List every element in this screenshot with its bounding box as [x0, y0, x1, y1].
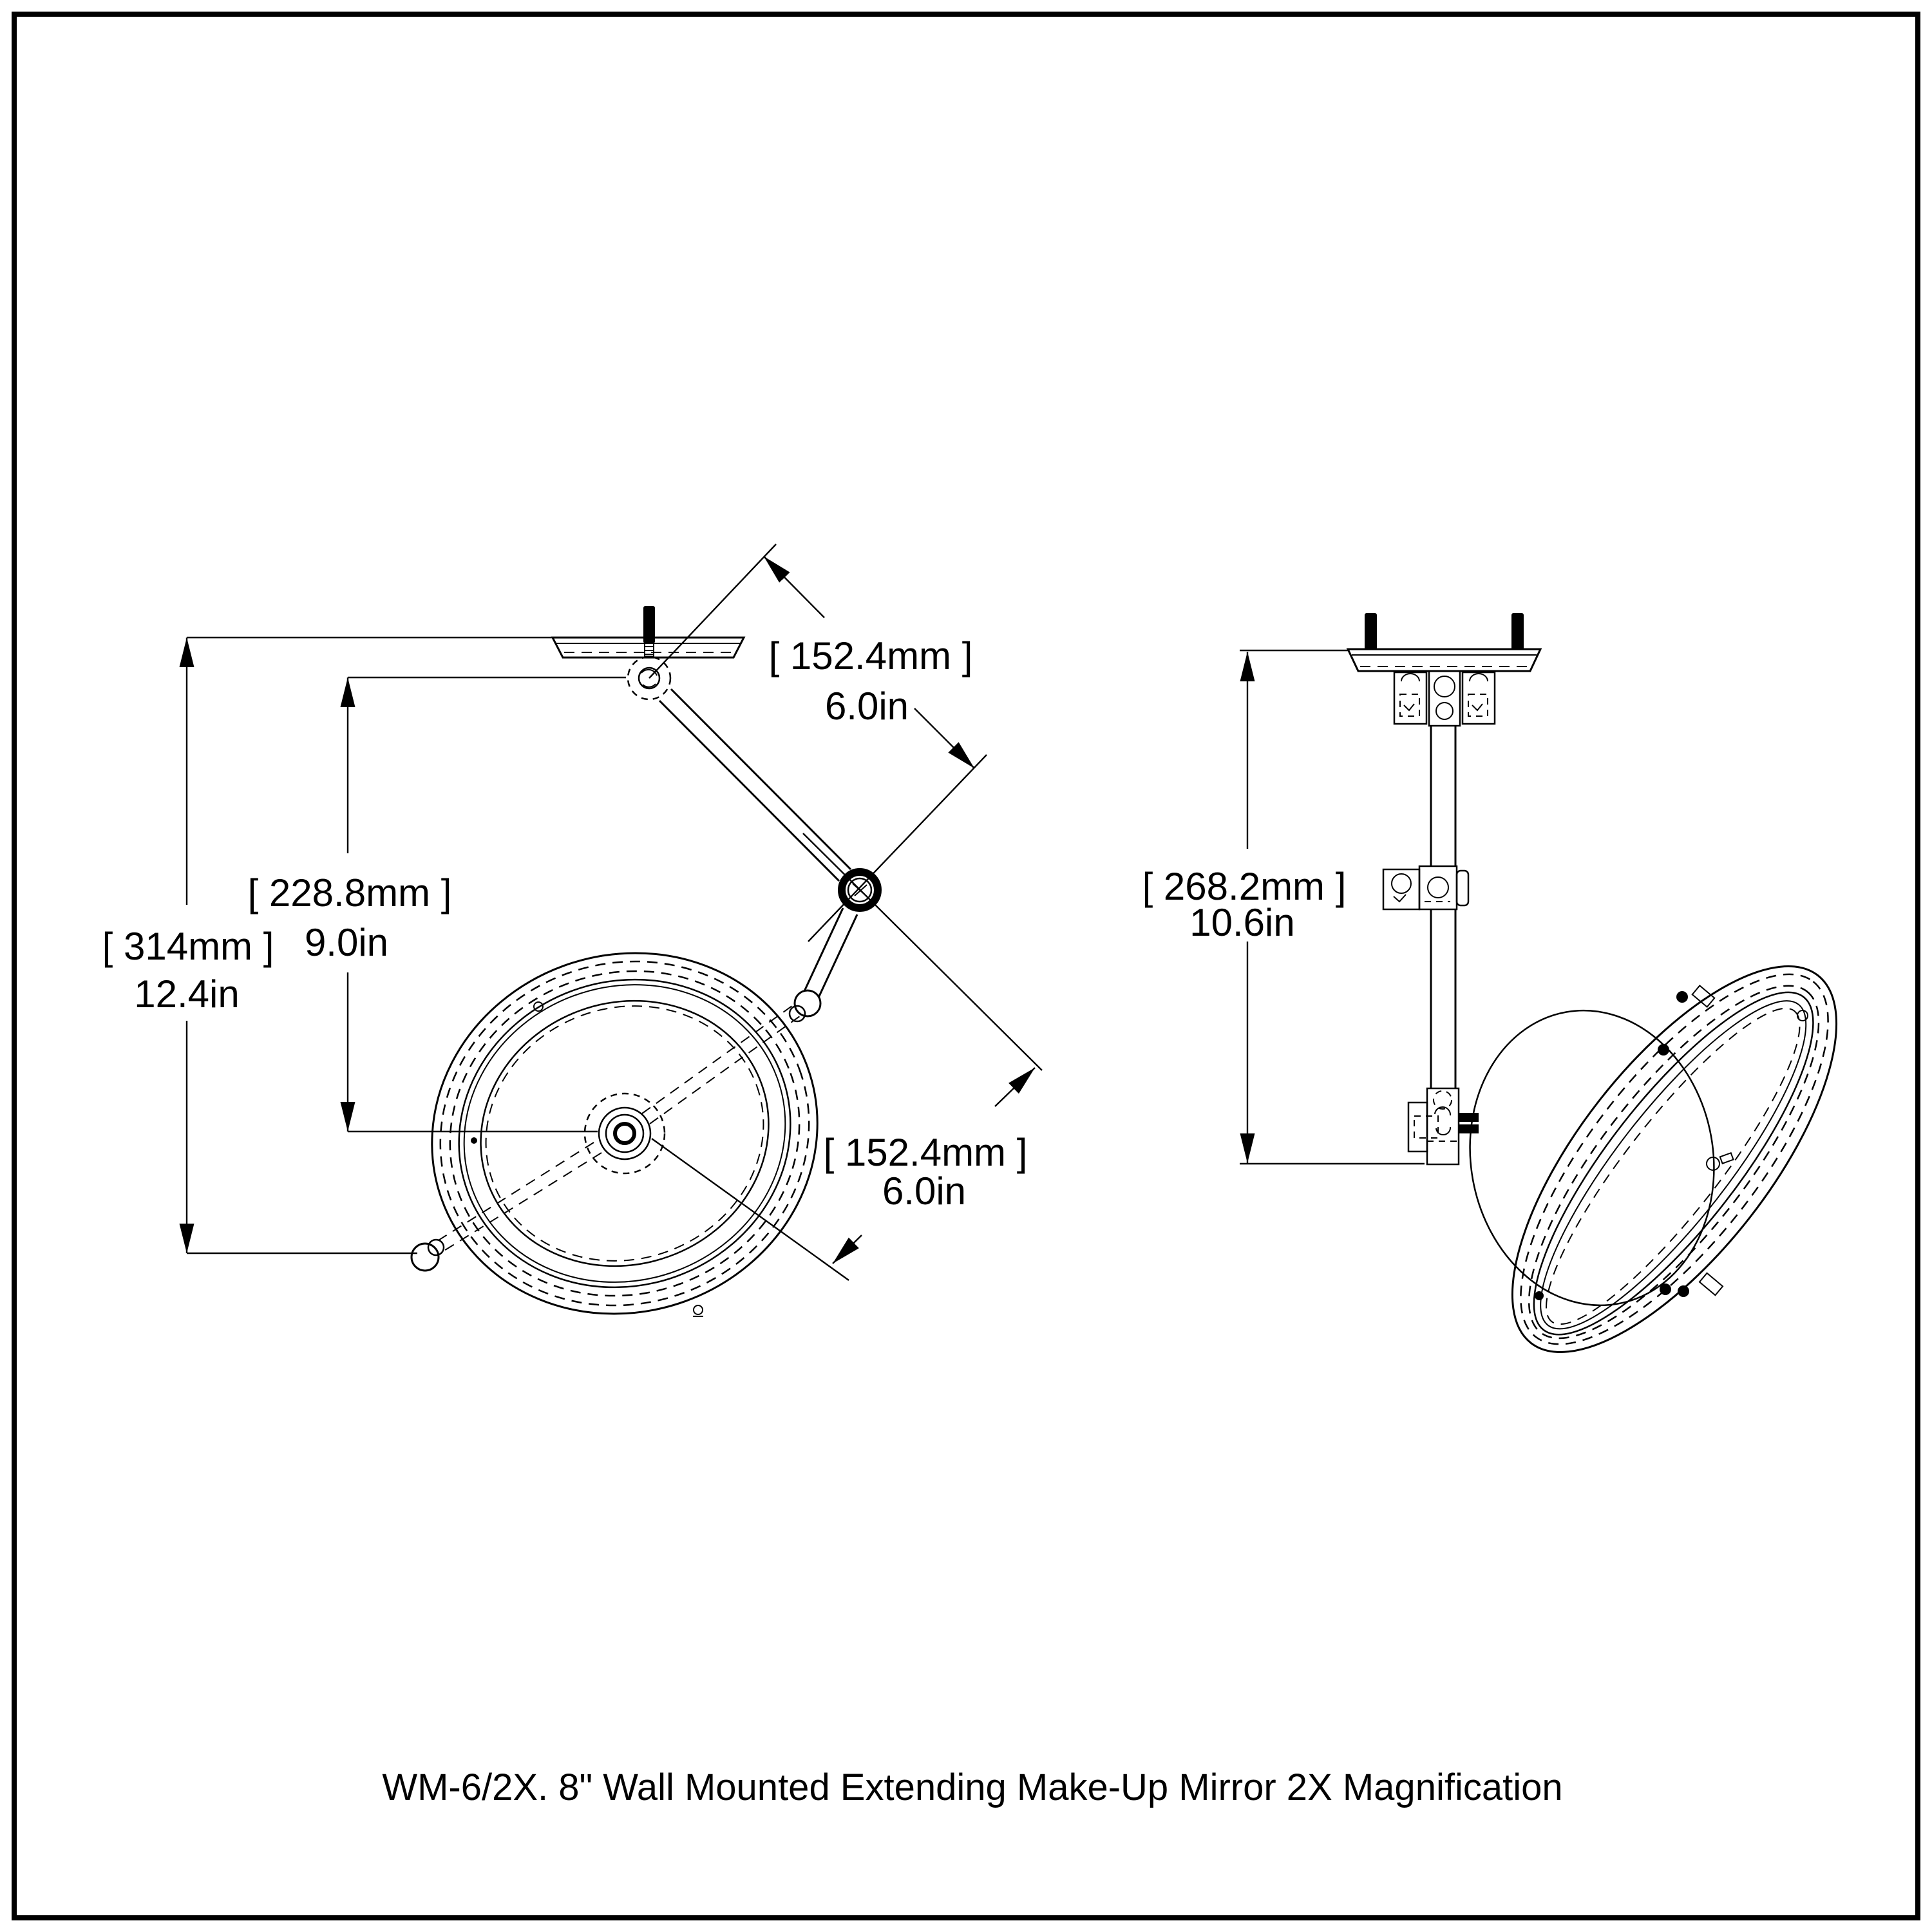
side-top-bracket — [1393, 670, 1496, 727]
dimension-front-pivot-to-center: [ 228.8mm ] 9.0in — [248, 676, 626, 1133]
mirror-ring — [463, 984, 786, 1283]
mirror-ring — [485, 1005, 764, 1262]
side-yoke-ring — [1469, 1009, 1715, 1307]
mirror-ring — [439, 960, 810, 1307]
mirror-ring — [1546, 1007, 1801, 1325]
dim-front-lower-arm-in: 6.0in — [882, 1170, 966, 1213]
dim-front-pivot-mm: [ 228.8mm ] — [248, 871, 452, 914]
side-arm — [1430, 726, 1457, 1088]
side-mirror-details — [1535, 985, 1808, 1300]
dim-side-overall-mm: [ 268.2mm ] — [1142, 865, 1347, 908]
mirror-ring — [1520, 973, 1829, 1345]
dim-front-upper-arm-mm: [ 152.4mm ] — [769, 634, 973, 677]
front-lower-arm — [803, 907, 858, 998]
front-mirror-knob-lower — [410, 1238, 445, 1272]
mirror-ring — [1511, 965, 1838, 1353]
front-hidden-arm-lines — [430, 1003, 803, 1255]
front-mirror-hub — [583, 1092, 666, 1175]
mirror-ring — [1533, 991, 1814, 1336]
front-mirror-rings — [431, 952, 819, 1315]
page-border — [12, 12, 1920, 1920]
side-mirror-rings — [1511, 965, 1838, 1353]
dim-side-overall-in: 10.6in — [1189, 901, 1294, 944]
dim-front-overall-in: 12.4in — [134, 972, 239, 1016]
dim-front-upper-arm-in: 6.0in — [825, 685, 909, 728]
mirror-ring — [480, 999, 770, 1267]
dimension-side-overall-height: [ 268.2mm ] 10.6in — [1142, 649, 1425, 1165]
mirror-ring — [449, 970, 800, 1297]
dimension-front-lower-arm: [ 152.4mm ] 6.0in — [651, 833, 1043, 1281]
front-mounting-screw — [643, 606, 655, 657]
side-wall-plate — [1346, 648, 1542, 672]
dimension-front-overall-height: [ 314mm ] 12.4in — [102, 636, 644, 1255]
dim-front-lower-arm-mm: [ 152.4mm ] — [824, 1131, 1028, 1174]
side-mid-joint — [1382, 865, 1470, 911]
front-view — [410, 606, 882, 1317]
side-bottom-joint — [1407, 1087, 1479, 1166]
side-mounting-screws — [1365, 613, 1524, 650]
mirror-ring — [1528, 985, 1820, 1340]
front-mirror-knob-upper — [788, 989, 822, 1023]
front-wall-hinge — [627, 656, 672, 701]
front-rim-details — [471, 1001, 703, 1317]
drawing-caption: WM-6/2X. 8" Wall Mounted Extending Make-… — [382, 1766, 1562, 1808]
mirror-ring — [1540, 1000, 1807, 1330]
dimension-front-upper-arm: [ 152.4mm ] 6.0in — [649, 544, 987, 942]
front-upper-arm — [658, 688, 852, 882]
dim-front-pivot-in: 9.0in — [305, 921, 388, 964]
mirror-ring — [458, 978, 791, 1289]
side-view — [1346, 613, 1838, 1353]
dim-front-overall-mm: [ 314mm ] — [102, 925, 274, 968]
mirror-ring — [431, 952, 819, 1315]
